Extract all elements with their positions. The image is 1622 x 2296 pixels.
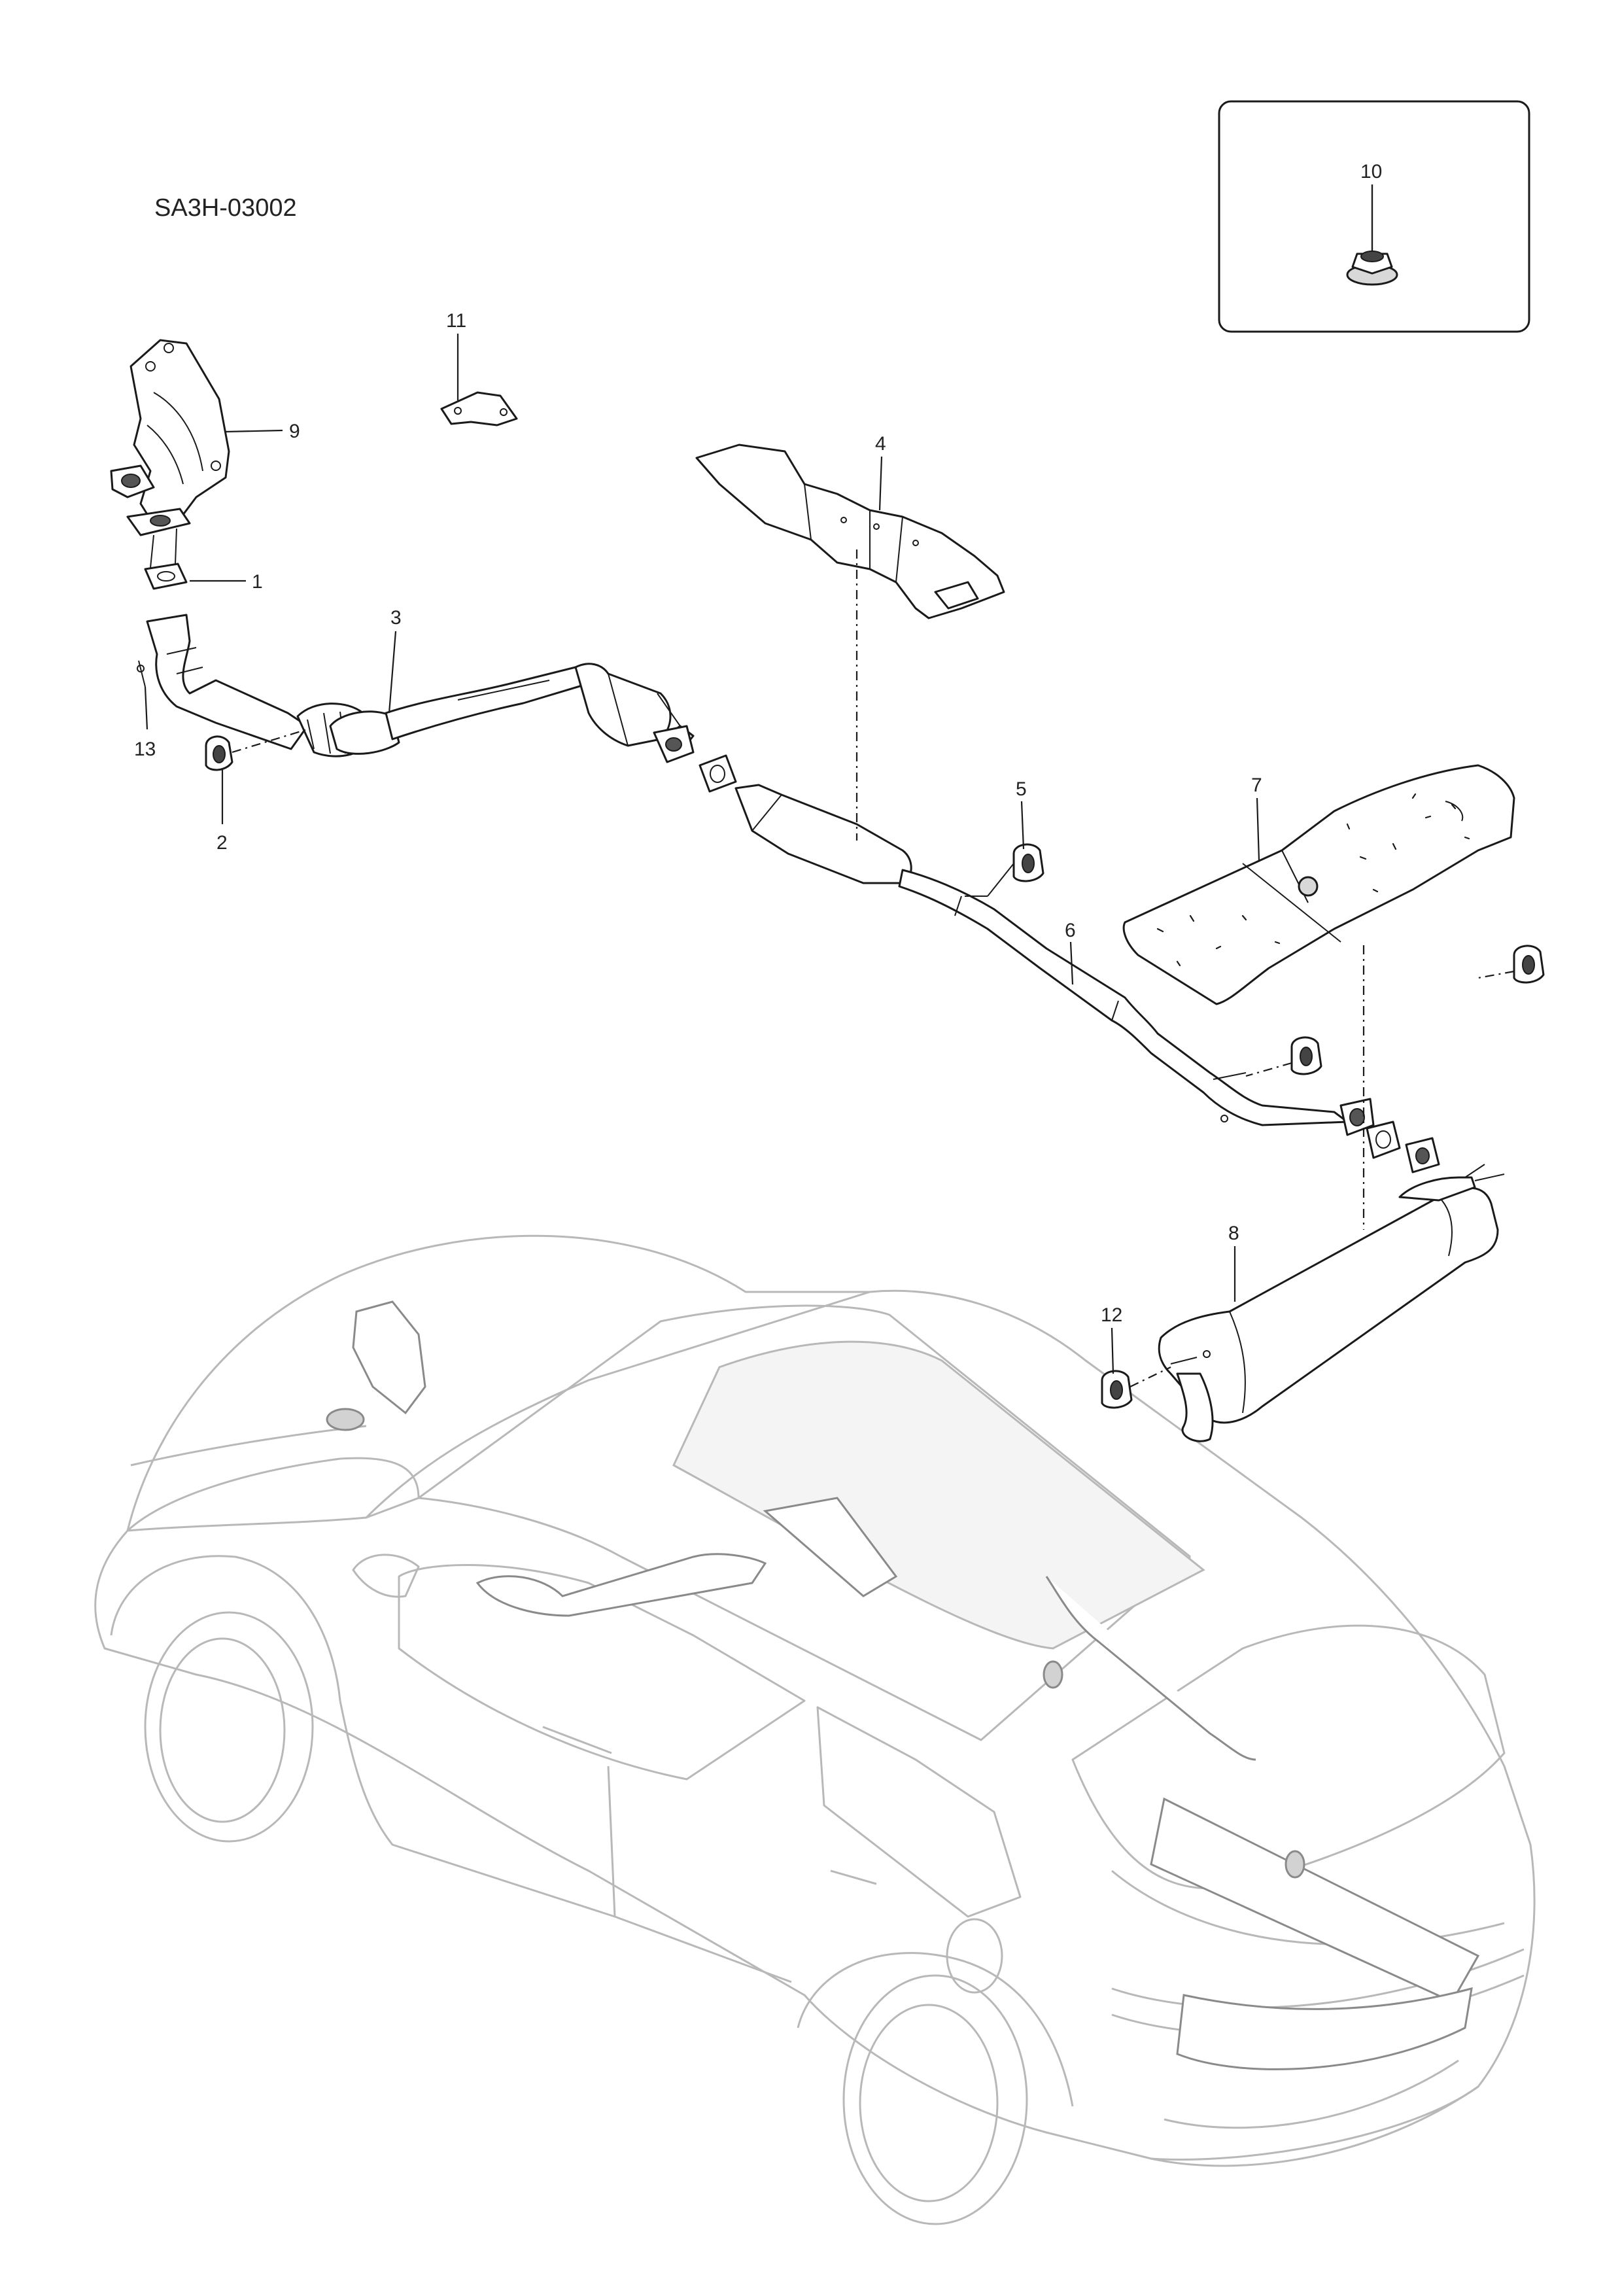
alignment-lines bbox=[855, 549, 1365, 1230]
gasket-mid bbox=[699, 754, 737, 793]
callout-10: 10 bbox=[1360, 161, 1382, 183]
diagram-code: SA3H-03002 bbox=[154, 194, 297, 222]
detail-inset-box bbox=[1218, 100, 1530, 333]
part-8-rear-muffler bbox=[1158, 1164, 1505, 1442]
part-1-gasket bbox=[144, 528, 188, 590]
callout-5: 5 bbox=[1016, 778, 1027, 800]
part-2-rubber-hanger bbox=[205, 728, 308, 771]
part-6-center-pipe bbox=[734, 784, 1375, 1136]
part-13-stud bbox=[137, 660, 146, 687]
callout-1: 1 bbox=[252, 571, 263, 593]
callout-9: 9 bbox=[289, 421, 300, 442]
rubber-hanger-rear bbox=[1477, 945, 1545, 984]
callout-4: 4 bbox=[875, 433, 886, 455]
part-3-front-pipe bbox=[146, 614, 695, 763]
part-5-rubber-hanger bbox=[987, 843, 1044, 897]
leader-lines bbox=[144, 184, 1373, 1374]
callout-11: 11 bbox=[446, 310, 466, 332]
rubber-hanger-mid bbox=[1245, 1036, 1322, 1077]
callout-6: 6 bbox=[1065, 920, 1076, 941]
callout-12: 12 bbox=[1101, 1304, 1122, 1326]
flange-nut-icon bbox=[1346, 251, 1398, 286]
part-4-heat-shield bbox=[695, 444, 1005, 619]
installed-exhaust-ghost bbox=[326, 1300, 1480, 2070]
callout-8: 8 bbox=[1228, 1223, 1239, 1244]
part-9-exhaust-manifold bbox=[110, 339, 230, 536]
gasket-rear bbox=[1366, 1121, 1440, 1174]
part-7-rear-heat-shield bbox=[1122, 764, 1515, 1005]
vehicle-outline bbox=[94, 1234, 1536, 2225]
callout-2: 2 bbox=[216, 832, 228, 854]
callout-labels: 1 2 3 4 5 6 7 8 9 10 11 12 13 bbox=[134, 161, 1382, 1326]
part-12-rubber-hanger bbox=[1101, 1366, 1171, 1409]
callout-7: 7 bbox=[1251, 774, 1262, 796]
part-11-bracket bbox=[440, 391, 518, 426]
callout-13: 13 bbox=[134, 739, 156, 760]
callout-3: 3 bbox=[390, 607, 402, 629]
